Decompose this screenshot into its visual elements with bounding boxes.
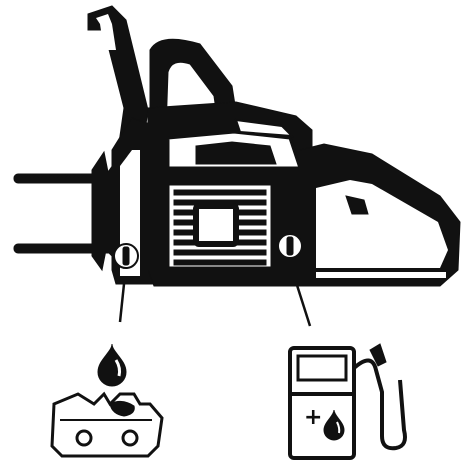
fuel-callout: +: [290, 344, 405, 458]
guide-bar: [14, 152, 120, 270]
fuel-filler-cap: [278, 234, 302, 258]
fuel-pump-icon: [290, 344, 405, 458]
chain-oil-callout: [52, 344, 162, 456]
saw-chain-icon: [52, 394, 162, 456]
rear-handle: [300, 144, 460, 286]
fuel-leader: [296, 282, 310, 326]
chain-oil-leader: [120, 284, 124, 322]
oil-drop-icon: [98, 344, 126, 386]
plus-sign-icon: +: [304, 405, 322, 430]
chain-oil-filler-cap: [114, 244, 138, 268]
